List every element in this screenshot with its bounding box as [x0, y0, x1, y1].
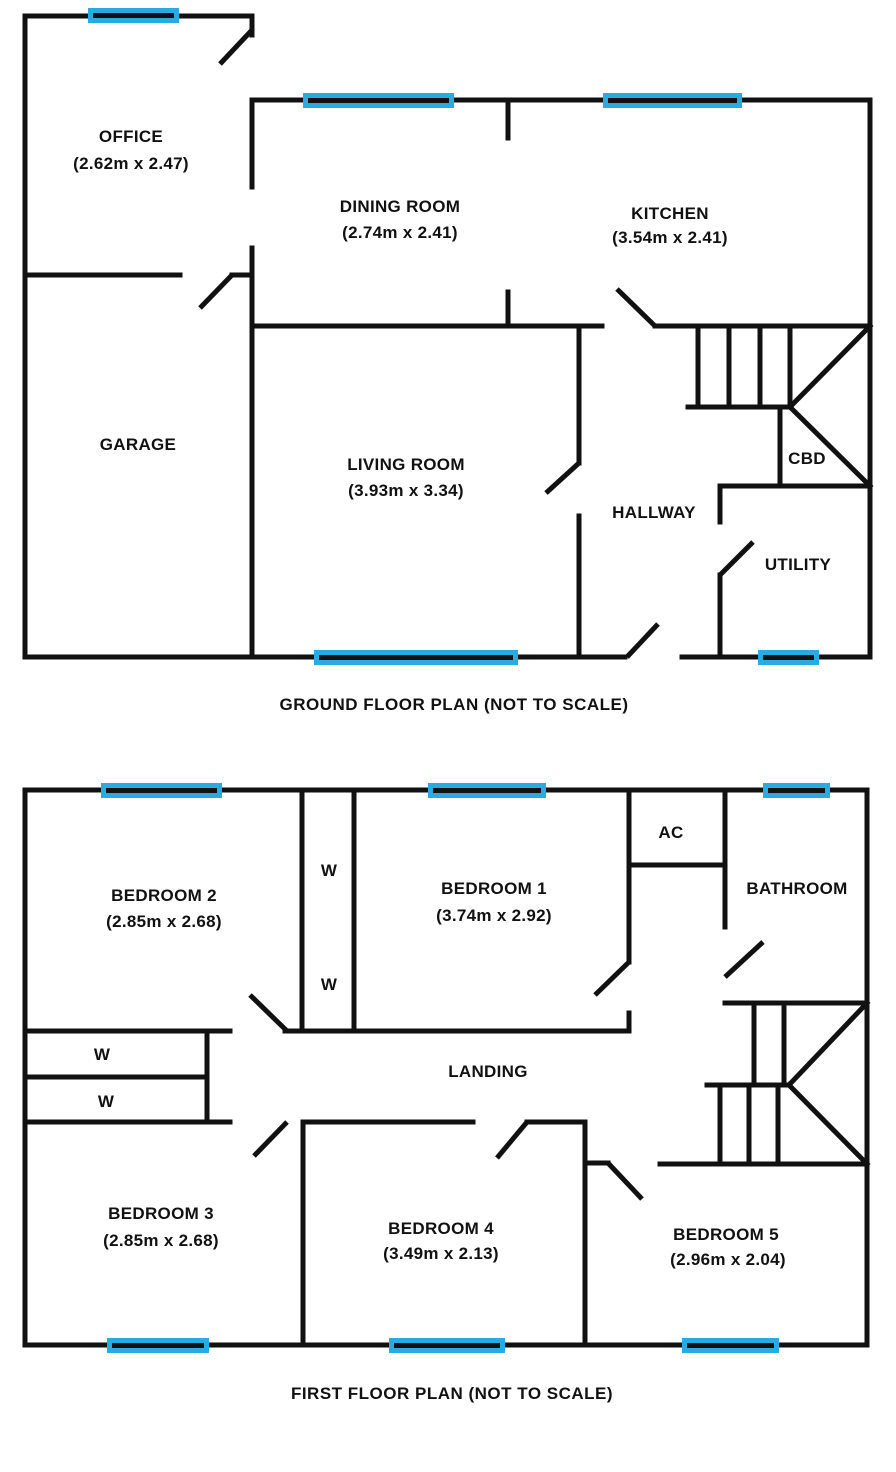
landing-label: LANDING: [448, 1062, 528, 1081]
bedroom1-size: (3.74m x 2.92): [436, 906, 552, 925]
office-door: [218, 28, 254, 66]
bathroom-door: [723, 940, 765, 979]
wardrobe-label: W: [94, 1045, 111, 1064]
cbd-label: CBD: [788, 449, 826, 468]
bedroom3-size: (2.85m x 2.68): [103, 1231, 219, 1250]
bedroom1-door: [593, 960, 631, 997]
utility-label: UTILITY: [765, 555, 832, 574]
front-door: [625, 622, 660, 659]
bedroom1-label: BEDROOM 1: [441, 879, 547, 898]
ground-floor-windows: [88, 8, 819, 665]
bedroom4-size: (3.49m x 2.13): [383, 1244, 499, 1263]
ground-floor-caption: GROUND FLOOR PLAN (NOT TO SCALE): [279, 695, 628, 714]
ground-floor-doors: [198, 28, 755, 659]
ac-label: AC: [658, 823, 683, 842]
window: [389, 1338, 505, 1353]
bedroom5-label: BEDROOM 5: [673, 1225, 779, 1244]
bedroom2-label: BEDROOM 2: [111, 886, 217, 905]
window: [428, 783, 546, 798]
hallway-label: HALLWAY: [612, 503, 696, 522]
bedroom4-label: BEDROOM 4: [388, 1219, 494, 1238]
garage-label: GARAGE: [100, 435, 176, 454]
window: [303, 93, 454, 108]
window: [763, 783, 830, 798]
ground-floor-plan: OFFICE (2.62m x 2.47) DINING ROOM (2.74m…: [22, 8, 874, 714]
ground-floor-walls: [22, 13, 874, 660]
first-floor-plan: BEDROOM 2 (2.85m x 2.68) W W BEDROOM 1 (…: [22, 783, 871, 1403]
living-room-door: [544, 461, 581, 495]
kitchen-door: [615, 287, 657, 328]
first-floor-caption: FIRST FLOOR PLAN (NOT TO SCALE): [291, 1384, 613, 1403]
office-label: OFFICE: [99, 127, 163, 146]
bathroom-label: BATHROOM: [746, 879, 847, 898]
window: [101, 783, 222, 798]
living-room-label: LIVING ROOM: [347, 455, 465, 474]
dining-room-size: (2.74m x 2.41): [342, 223, 458, 242]
first-floor-doors: [248, 940, 765, 1201]
kitchen-label: KITCHEN: [631, 204, 709, 223]
first-floor-windows: [101, 783, 830, 1353]
garage-door: [198, 273, 234, 310]
living-room-size: (3.93m x 3.34): [348, 481, 464, 500]
window: [682, 1338, 779, 1353]
bedroom3-door: [252, 1120, 289, 1158]
dining-room-label: DINING ROOM: [340, 197, 460, 216]
window: [107, 1338, 209, 1353]
window: [758, 650, 819, 665]
kitchen-size: (3.54m x 2.41): [612, 228, 728, 247]
bedroom2-size: (2.85m x 2.68): [106, 912, 222, 931]
bedroom5-door: [606, 1161, 644, 1201]
bedroom2-door: [248, 993, 289, 1033]
bedroom5-size: (2.96m x 2.04): [670, 1250, 786, 1269]
bedroom4-door: [495, 1120, 529, 1160]
window: [88, 8, 179, 23]
wardrobe-label: W: [98, 1092, 115, 1111]
window: [603, 93, 742, 108]
utility-door: [718, 540, 755, 577]
first-floor-walls: [22, 787, 871, 1348]
wardrobe-label: W: [321, 975, 338, 994]
bedroom3-label: BEDROOM 3: [108, 1204, 214, 1223]
window: [314, 650, 518, 665]
office-size: (2.62m x 2.47): [73, 154, 189, 173]
wardrobe-label: W: [321, 861, 338, 880]
